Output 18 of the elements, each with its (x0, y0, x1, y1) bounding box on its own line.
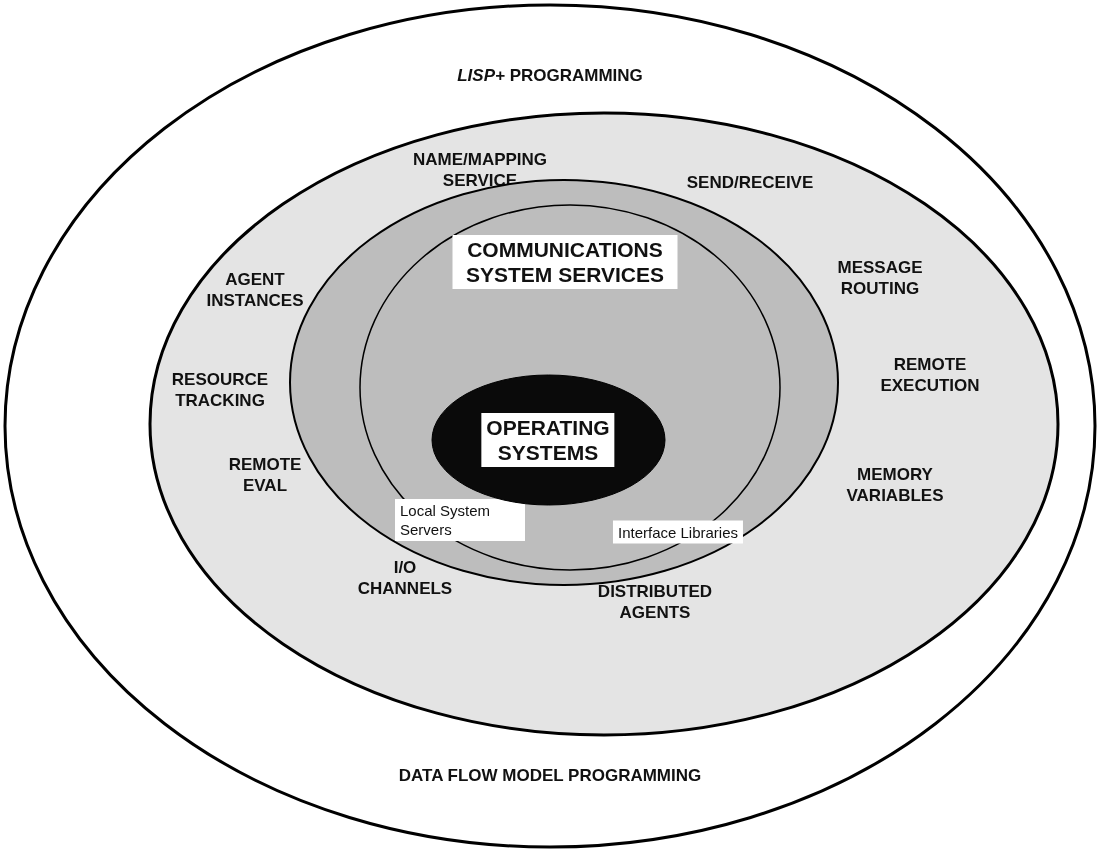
layer-title: DATA FLOW MODEL PROGRAMMING (398, 764, 702, 786)
component-label: Local System Servers (395, 499, 525, 541)
service-label: I/O CHANNELS (356, 557, 454, 599)
service-label: SEND/RECEIVE (686, 171, 814, 193)
service-label: MEMORY VARIABLES (845, 464, 945, 506)
outer-layer-ellipse (5, 5, 1095, 847)
service-label: DISTRIBUTED AGENTS (596, 581, 714, 623)
service-label: RESOURCE TRACKING (170, 369, 270, 411)
component-label: Interface Libraries (612, 520, 744, 544)
component-label: COMMUNICATIONS SYSTEM SERVICES (452, 235, 678, 289)
middle-layer-ring (150, 113, 1058, 735)
service-label: AGENT INSTANCES (205, 269, 305, 311)
core-label: OPERATING SYSTEMS (481, 413, 615, 467)
service-label: REMOTE EVAL (227, 454, 303, 496)
layer-title: LISP+ PROGRAMMING (457, 64, 643, 86)
service-label: REMOTE EXECUTION (879, 354, 981, 396)
service-label: MESSAGE ROUTING (836, 257, 924, 299)
core-ellipse (432, 375, 665, 505)
